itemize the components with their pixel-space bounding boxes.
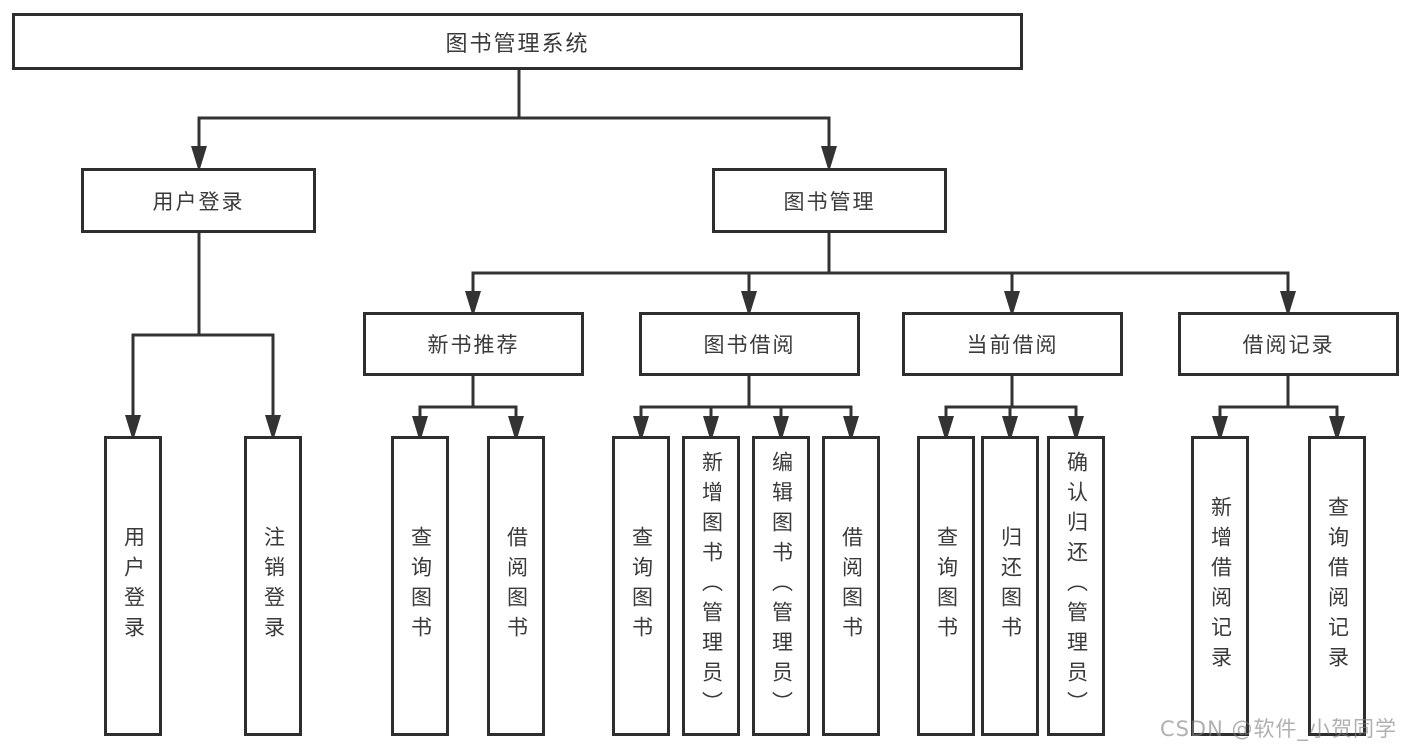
node-label: 新增借阅记录 [1208,496,1233,676]
node-label: 借阅图书 [839,526,864,646]
node-label: 查询图书 [408,526,433,646]
leaf-borrow-books: 借阅图书 [822,436,880,736]
node-book-borrow: 图书借阅 [639,312,860,376]
node-user-login: 用户登录 [81,168,316,233]
node-label: 查询借阅记录 [1325,496,1350,676]
node-label: 图书管理 [783,189,876,214]
node-label: 查询图书 [629,526,654,646]
connector-mgmt-to-level3 [465,229,1296,317]
node-label: 图书管理系统 [445,31,590,57]
node-label: 当前借阅 [966,333,1059,357]
leaf-user-login: 用户登录 [104,436,162,736]
node-root: 图书管理系统 [12,13,1023,70]
leaf-add-book-admin: 新增图书（管理员） [682,436,740,736]
node-label: 确认归还（管理员） [1064,451,1089,721]
node-borrow-records: 借阅记录 [1178,312,1399,376]
leaf-edit-book-admin: 编辑图书（管理员） [752,436,810,736]
node-label: 编辑图书（管理员） [769,451,794,721]
connector-root-to-level2 [191,66,837,172]
leaf-query-borrow-record: 查询借阅记录 [1308,436,1366,736]
node-label: 图书借阅 [703,333,796,357]
node-label: 借阅图书 [504,526,529,646]
connector-login-to-leaves [125,229,281,441]
leaf-add-borrow-record: 新增借阅记录 [1191,436,1249,736]
node-label: 用户登录 [121,526,146,646]
connector-current-to-leaves [938,372,1084,442]
leaf-query-books-borrow: 查询图书 [612,436,670,736]
connector-records-to-leaves [1212,372,1345,442]
node-label: 用户登录 [152,189,245,214]
node-book-management: 图书管理 [712,168,947,233]
node-label: 借阅记录 [1242,333,1335,357]
node-label: 注销登录 [261,526,286,646]
node-label: 新增图书（管理员） [699,451,724,721]
node-current-borrow: 当前借阅 [902,312,1123,376]
leaf-borrow-books-recommend: 借阅图书 [487,436,545,736]
node-new-book-recommend: 新书推荐 [363,312,584,376]
connector-recommend-to-leaves [412,372,524,442]
leaf-confirm-return-admin: 确认归还（管理员） [1047,436,1105,736]
leaf-return-book: 归还图书 [981,436,1039,736]
node-label: 查询图书 [934,526,959,646]
leaf-logout: 注销登录 [244,436,302,736]
connector-borrow-to-leaves [633,372,859,442]
node-label: 新书推荐 [427,333,520,357]
leaf-query-books-current: 查询图书 [917,436,975,736]
node-label: 归还图书 [998,526,1023,646]
leaf-query-books-recommend: 查询图书 [391,436,449,736]
